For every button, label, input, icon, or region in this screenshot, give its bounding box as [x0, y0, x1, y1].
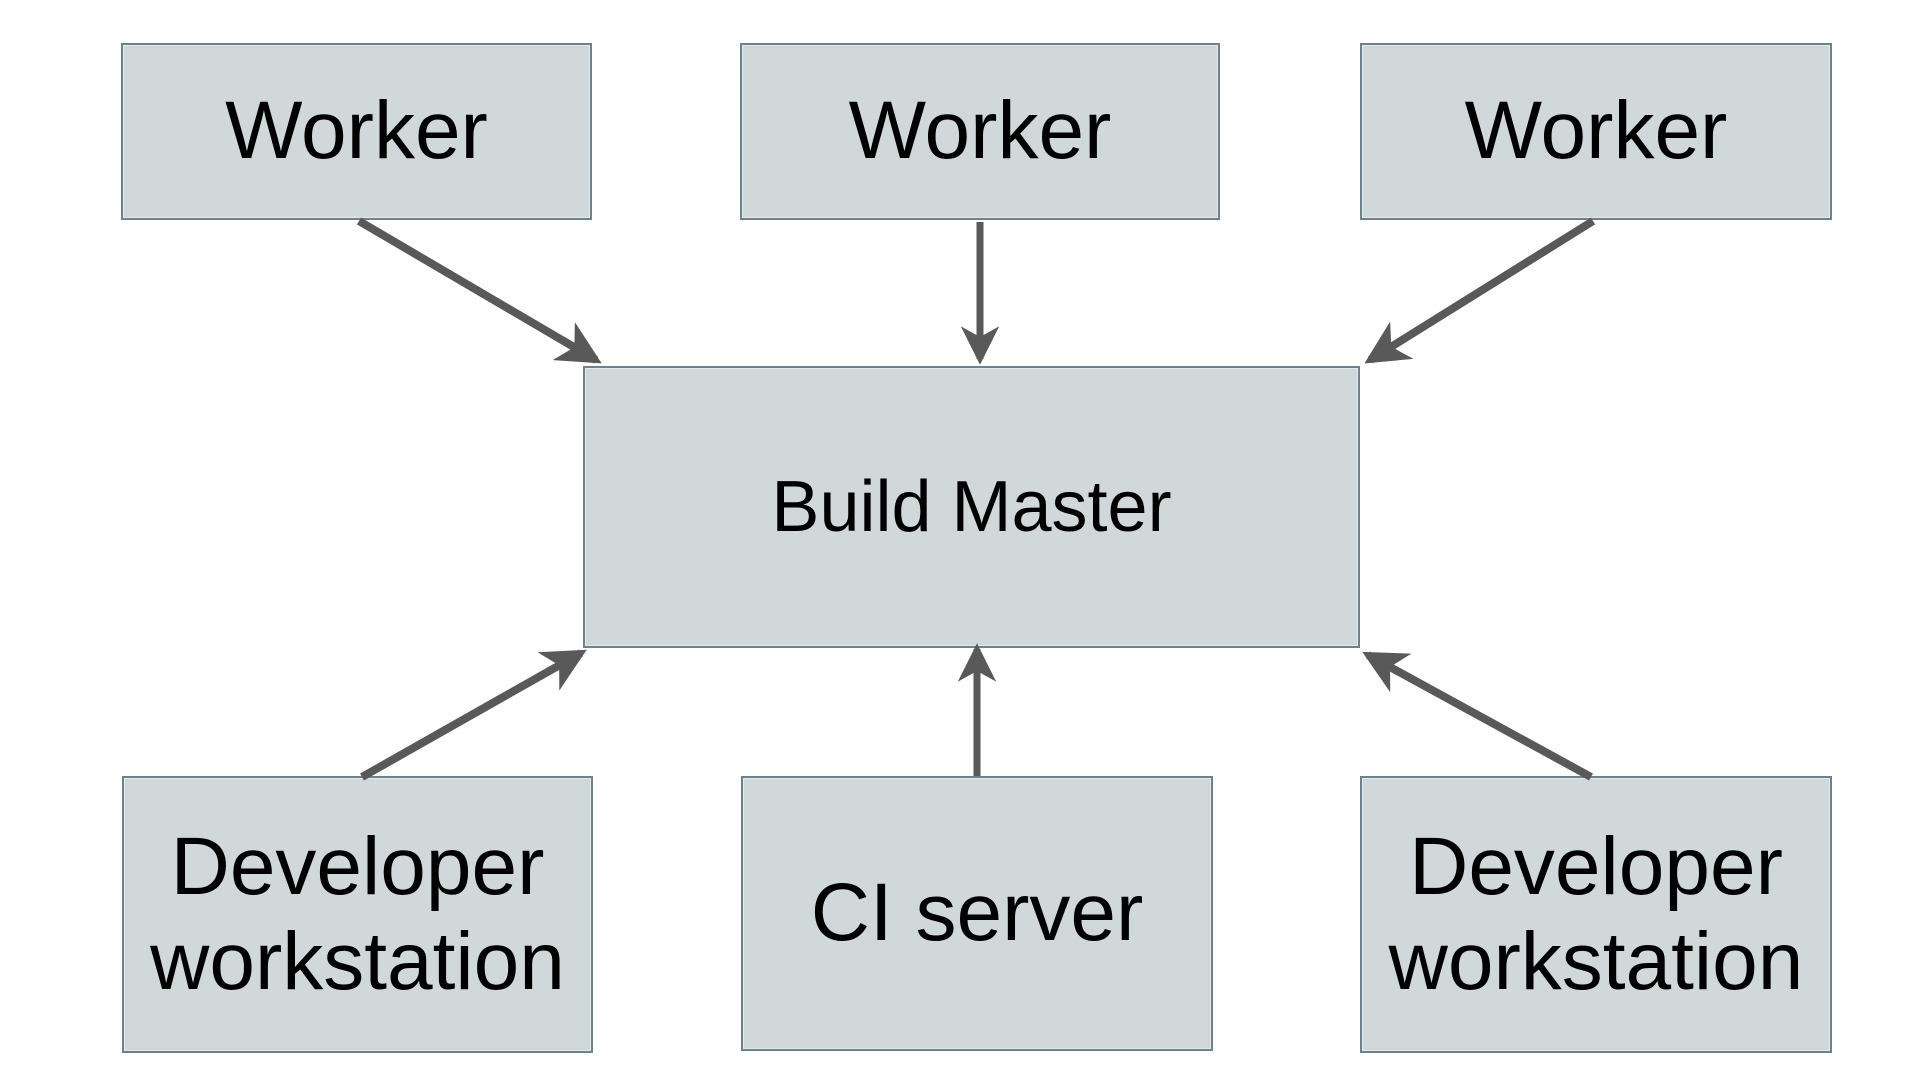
arrow-worker-1-to-build-master [356, 217, 602, 364]
node-dev-workstation-right-label: Developer workstation [1388, 821, 1804, 1007]
node-build-master: Build Master [583, 366, 1360, 648]
node-ci-server-label: CI server [810, 867, 1144, 959]
node-worker-3: Worker [1360, 43, 1832, 220]
node-dev-workstation-left: Developer workstation [122, 776, 593, 1053]
arrow-worker-3-to-build-master [1364, 217, 1596, 364]
node-worker-2: Worker [740, 43, 1220, 220]
node-dev-workstation-left-label: Developer workstation [150, 821, 565, 1007]
node-worker-1: Worker [121, 43, 592, 220]
node-dev-workstation-right: Developer workstation [1360, 776, 1832, 1053]
node-worker-3-label: Worker [1464, 85, 1728, 177]
node-build-master-label: Build Master [771, 466, 1172, 547]
arrow-dev-workstation-left-to-build-master [360, 649, 587, 781]
node-worker-2-label: Worker [848, 85, 1112, 177]
arrow-dev-workstation-right-to-build-master [1362, 651, 1593, 781]
node-ci-server: CI server [741, 776, 1213, 1051]
node-worker-1-label: Worker [225, 85, 488, 177]
